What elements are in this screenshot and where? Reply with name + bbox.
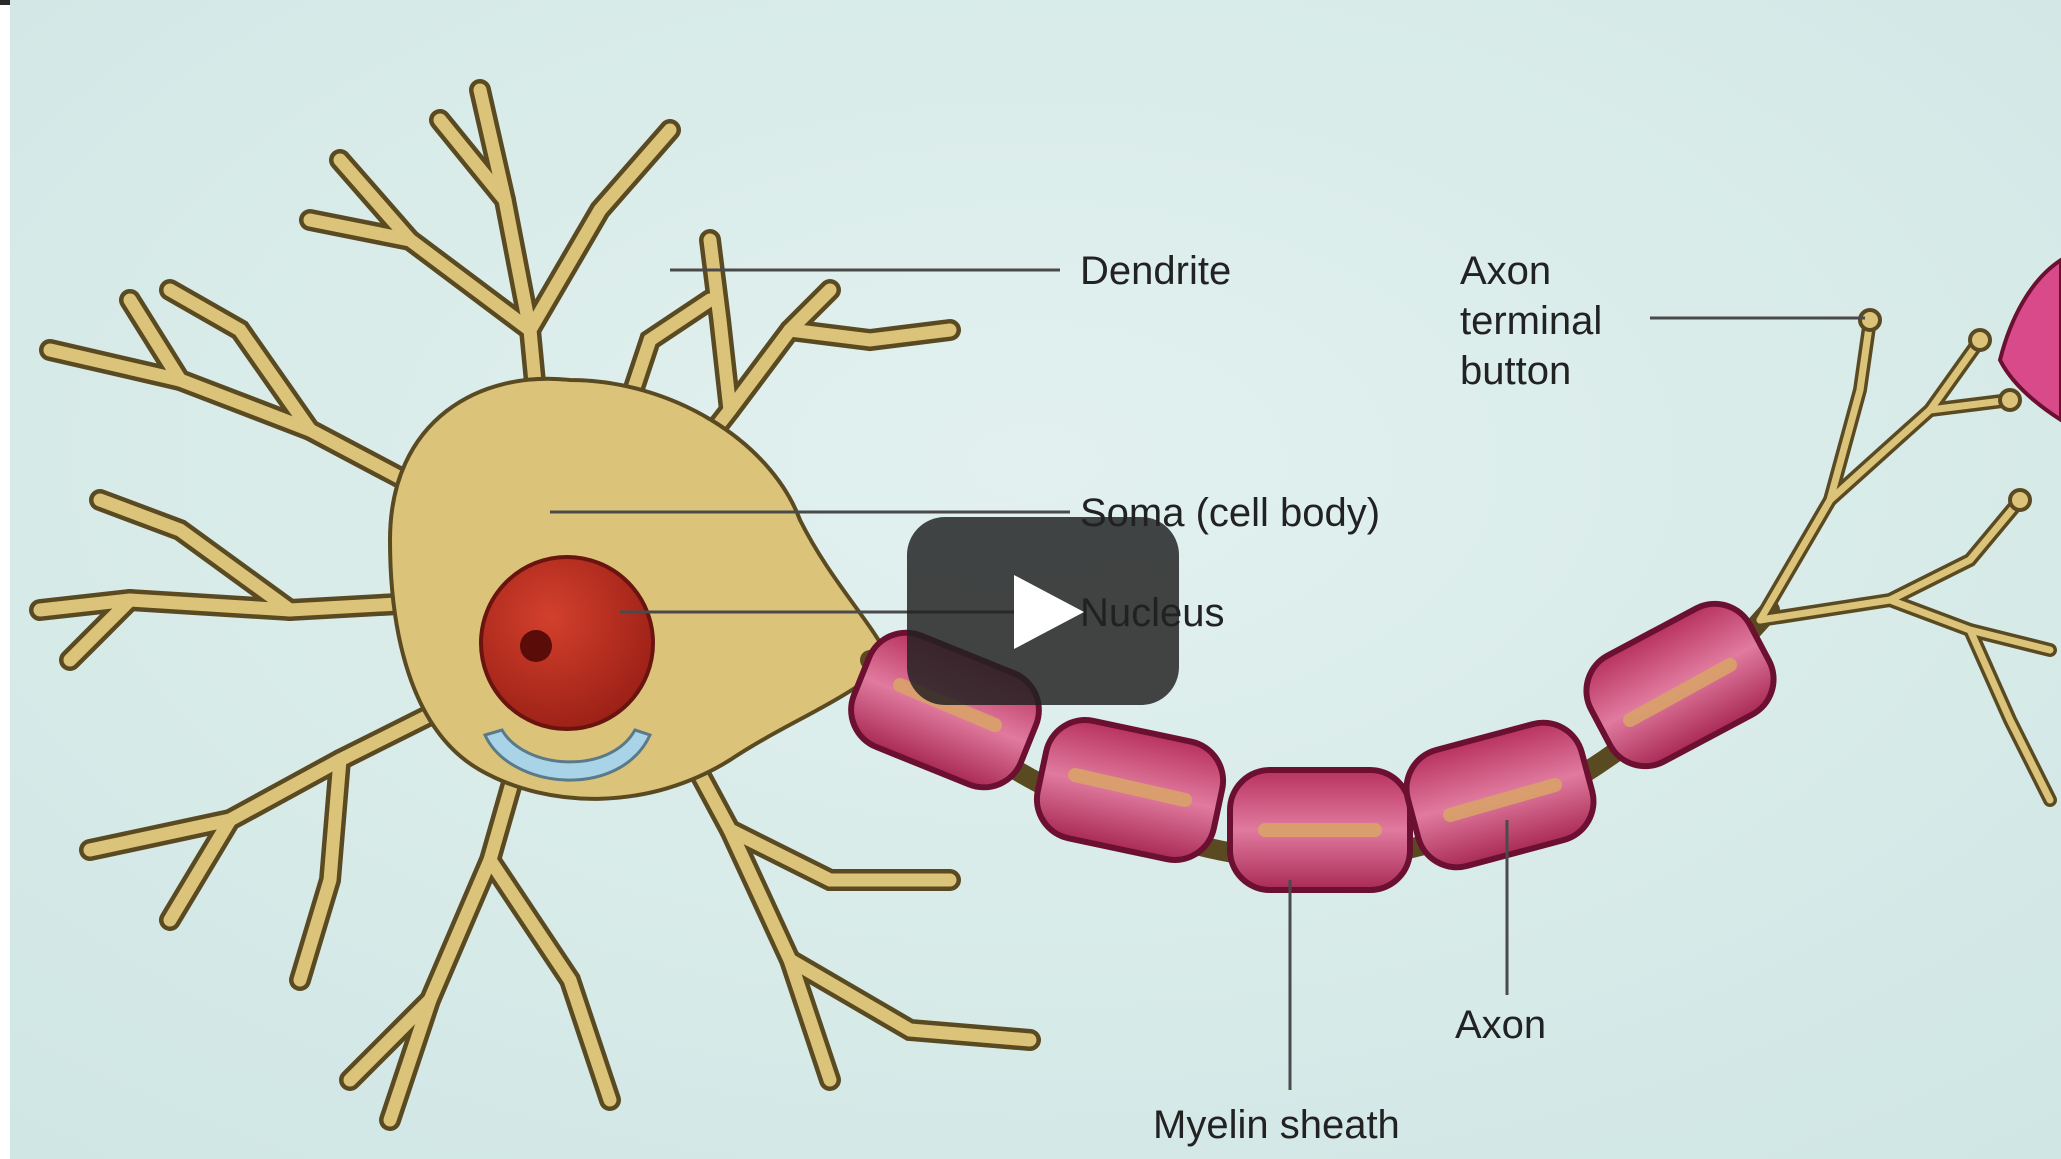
label-myelin-sheath: Myelin sheath <box>1153 1103 1400 1147</box>
label-axon: Axon <box>1455 1003 1546 1047</box>
play-icon[interactable] <box>1014 575 1084 649</box>
label-axon-terminal-line1: Axon <box>1460 249 1551 293</box>
label-dendrite: Dendrite <box>1080 249 1231 293</box>
label-axon-terminal-line2: terminal <box>1460 299 1602 343</box>
nucleus <box>481 557 653 729</box>
play-button[interactable] <box>907 517 1179 705</box>
label-axon-terminal-line3: button <box>1460 349 1571 393</box>
